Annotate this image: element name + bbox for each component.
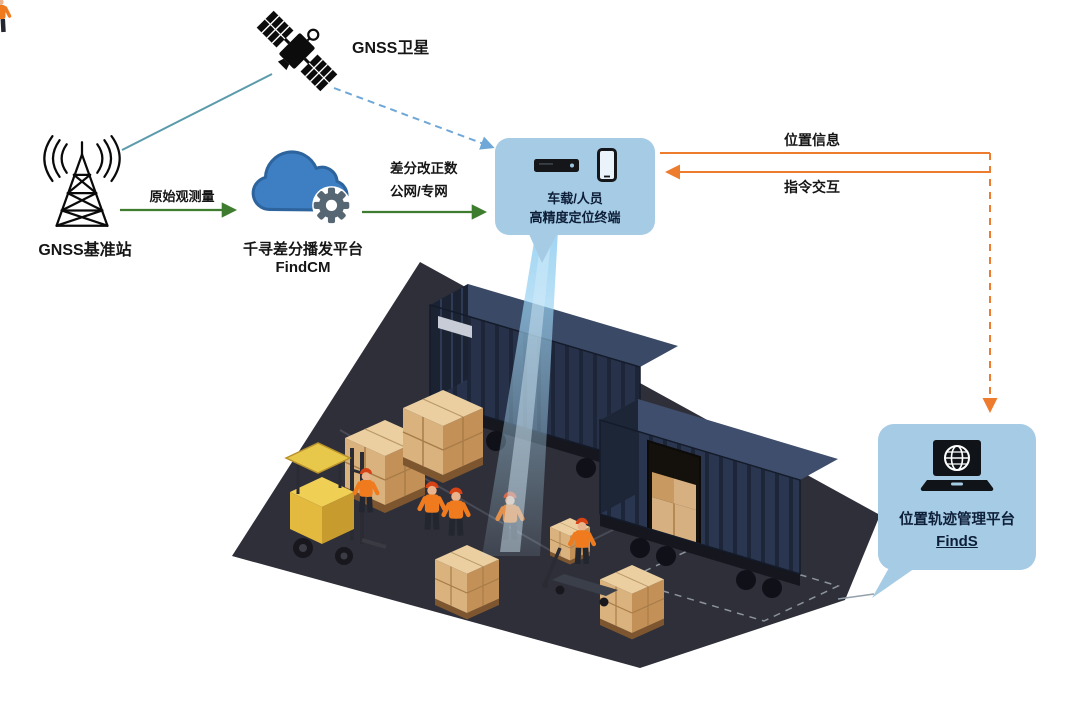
network-type-label: 公网/专网 bbox=[390, 184, 448, 199]
pallet-box-stack-4 bbox=[599, 564, 665, 641]
pallet-box-stack-2 bbox=[402, 389, 484, 484]
platform-bubble: 位置轨迹管理平台 FindS bbox=[878, 424, 1036, 570]
gear-shape bbox=[313, 187, 350, 224]
shipping-container-front bbox=[599, 399, 838, 598]
container-label-plate bbox=[438, 316, 472, 338]
positioning-beam bbox=[482, 230, 558, 556]
pallet-box-stack-3 bbox=[434, 544, 500, 621]
cloud-platform-name: FindCM bbox=[275, 259, 331, 276]
correction-data-label: 差分改正数 bbox=[390, 161, 458, 176]
connection-lines bbox=[120, 73, 998, 413]
antenna-tower-icon bbox=[26, 134, 138, 236]
position-info-label: 位置信息 bbox=[784, 132, 840, 148]
terminal-label-line1: 车载/人员 bbox=[547, 191, 603, 206]
terminal-bubble: 车载/人员 高精度定位终端 bbox=[495, 138, 655, 235]
terminal-label-line2: 高精度定位终端 bbox=[529, 210, 621, 225]
platform-label: 位置轨迹管理平台 bbox=[899, 512, 1015, 528]
bubble-tails bbox=[528, 232, 918, 600]
smartphone-icon bbox=[597, 147, 617, 187]
worker bbox=[0, 0, 12, 33]
raw-observation-label: 原始观测量 bbox=[149, 189, 215, 204]
laptop-globe-icon bbox=[919, 440, 995, 498]
platform-name: FindS bbox=[936, 533, 978, 550]
base-station-label: GNSS基准站 bbox=[38, 242, 132, 259]
command-interaction-label: 指令交互 bbox=[784, 179, 840, 195]
vehicle-terminal-icon bbox=[533, 155, 585, 180]
pallet-jack bbox=[542, 547, 618, 607]
gnss-satellite-icon bbox=[250, 4, 344, 98]
cloud-gear-icon bbox=[241, 130, 363, 234]
cloud-platform-label: 千寻差分播发平台 bbox=[242, 241, 363, 258]
satellite-label: GNSS卫星 bbox=[352, 40, 430, 57]
terminal-icons bbox=[495, 147, 655, 187]
satellite-to-base-link bbox=[121, 73, 273, 151]
satellite-to-terminal-link bbox=[333, 87, 495, 150]
forklift bbox=[284, 442, 387, 565]
